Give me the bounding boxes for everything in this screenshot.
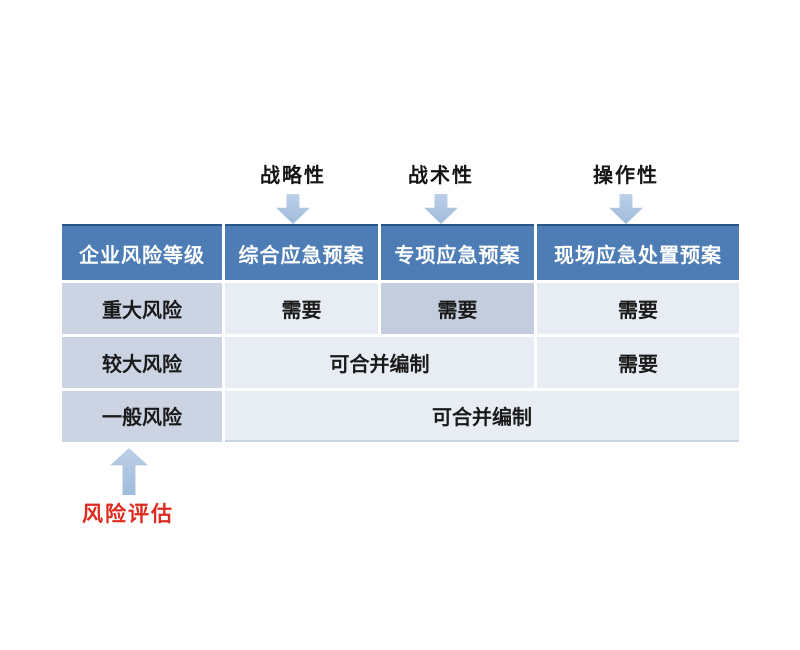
header-cell-special-plan: 专项应急预案 bbox=[381, 224, 534, 280]
plan-type-operational: 操作性 bbox=[593, 159, 659, 224]
down-arrow-icon bbox=[424, 194, 458, 224]
row-label-general-risk: 一般风险 bbox=[62, 391, 222, 442]
risk-assessment-label: 风险评估 bbox=[82, 501, 174, 526]
up-arrow-icon bbox=[110, 448, 148, 495]
row-label-larger-risk: 较大风险 bbox=[62, 337, 222, 388]
down-arrow-icon bbox=[609, 194, 643, 224]
cell-major-special: 需要 bbox=[381, 283, 534, 334]
cell-major-comprehensive: 需要 bbox=[225, 283, 378, 334]
plan-type-strategic: 战略性 bbox=[260, 159, 326, 224]
cell-larger-onsite: 需要 bbox=[537, 337, 739, 388]
header-cell-risk-level: 企业风险等级 bbox=[62, 224, 222, 280]
header-cell-onsite-plan: 现场应急处置预案 bbox=[537, 224, 739, 280]
cell-major-onsite: 需要 bbox=[537, 283, 739, 334]
header-cell-comprehensive-plan: 综合应急预案 bbox=[225, 224, 378, 280]
row-label-major-risk: 重大风险 bbox=[62, 283, 222, 334]
plan-type-tactical: 战术性 bbox=[408, 159, 474, 224]
down-arrow-icon bbox=[276, 194, 310, 224]
cell-general-merged: 可合并编制 bbox=[225, 391, 739, 442]
plan-type-label-strategic: 战略性 bbox=[260, 163, 326, 187]
cell-larger-merged: 可合并编制 bbox=[225, 337, 534, 388]
plan-type-label-operational: 操作性 bbox=[593, 163, 659, 187]
risk-plan-table: 企业风险等级 综合应急预案 专项应急预案 现场应急处置预案 重大风险 需要 需要… bbox=[62, 224, 739, 442]
plan-type-label-tactical: 战术性 bbox=[408, 163, 474, 187]
